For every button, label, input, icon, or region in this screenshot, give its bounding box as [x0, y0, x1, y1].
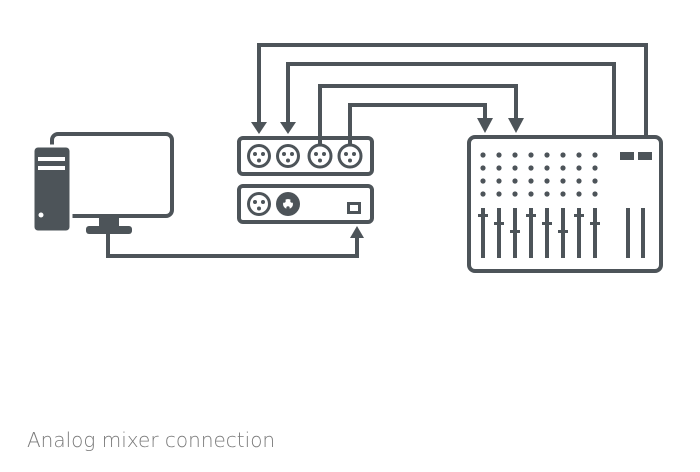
mixer-knob — [576, 178, 582, 184]
mixer-knob — [544, 191, 550, 197]
xlr-connector-icon — [247, 192, 271, 216]
mixer-fader — [545, 208, 549, 258]
mixer-knob — [560, 165, 566, 171]
mixer-fader-cap — [542, 222, 552, 225]
mixer-knob — [512, 165, 518, 171]
diagram-caption: Analog mixer connection — [27, 428, 276, 452]
mixer-knob — [512, 178, 518, 184]
mixer-knob — [560, 178, 566, 184]
xlr-connector-icon — [276, 192, 300, 216]
mixer-knob — [480, 178, 486, 184]
mixer-knob — [528, 178, 534, 184]
mixer-knob — [592, 178, 598, 184]
xlr-connector-icon — [276, 144, 300, 168]
mixer-knob — [480, 191, 486, 197]
mixer-fader — [497, 208, 501, 258]
cable-mixer-to-input-1 — [257, 43, 648, 137]
mixer-knob — [480, 165, 486, 171]
mixer-knob — [592, 165, 598, 171]
xlr-connector-icon — [337, 143, 363, 169]
mixer-knob — [576, 191, 582, 197]
mixer-knob — [496, 165, 502, 171]
mixer-knob — [592, 191, 598, 197]
mixer-knob — [576, 152, 582, 158]
arrow-head — [508, 118, 524, 133]
mixer-knob — [544, 178, 550, 184]
mixer-knob — [512, 152, 518, 158]
mixer-fader — [529, 208, 533, 258]
arrow-head — [251, 122, 267, 134]
arrow-head — [350, 226, 364, 238]
mixer-fader-cap — [526, 214, 536, 217]
cable-output-2-to-mixer — [348, 103, 487, 145]
xlr-connector-icon — [307, 143, 333, 169]
audio-interface-icon — [237, 184, 374, 224]
mixer-fader-cap — [478, 214, 488, 217]
mixer-knob — [544, 152, 550, 158]
mixer-knob — [496, 191, 502, 197]
mixer-knob — [512, 191, 518, 197]
mixer-knob — [496, 178, 502, 184]
arrow-head — [477, 118, 493, 133]
mixer-fader-cap — [574, 214, 584, 217]
mixer-knob — [528, 165, 534, 171]
xlr-connector-icon — [247, 144, 271, 168]
mixer-fader-cap — [558, 230, 568, 233]
mixer-knob — [528, 191, 534, 197]
mixer-fader-cap — [510, 230, 520, 233]
mixer-fader-cap — [494, 222, 504, 225]
cable-output-1-to-mixer — [318, 84, 518, 145]
mixer-fader — [577, 208, 581, 258]
mixer-knob — [592, 152, 598, 158]
connection-diagram — [31, 43, 663, 273]
mixer-knob — [560, 152, 566, 158]
cable-mixer-to-input-2 — [286, 62, 616, 137]
arrow-head — [280, 122, 296, 134]
mixer-knob — [480, 152, 486, 158]
mixer-icon — [467, 135, 663, 273]
mixer-knob — [528, 152, 534, 158]
mixer-knob — [576, 165, 582, 171]
computer-icon — [31, 132, 174, 234]
mixer-fader — [593, 208, 597, 258]
audio-interface-top-unit — [237, 136, 374, 176]
usb-port-icon — [347, 202, 361, 214]
cables — [106, 43, 648, 258]
arrow-heads — [251, 118, 524, 238]
mixer-knob — [496, 152, 502, 158]
mixer-knob — [560, 191, 566, 197]
usb-cable — [106, 234, 359, 258]
mixer-knob — [544, 165, 550, 171]
mixer-fader — [481, 208, 485, 258]
mixer-fader-cap — [590, 222, 600, 225]
